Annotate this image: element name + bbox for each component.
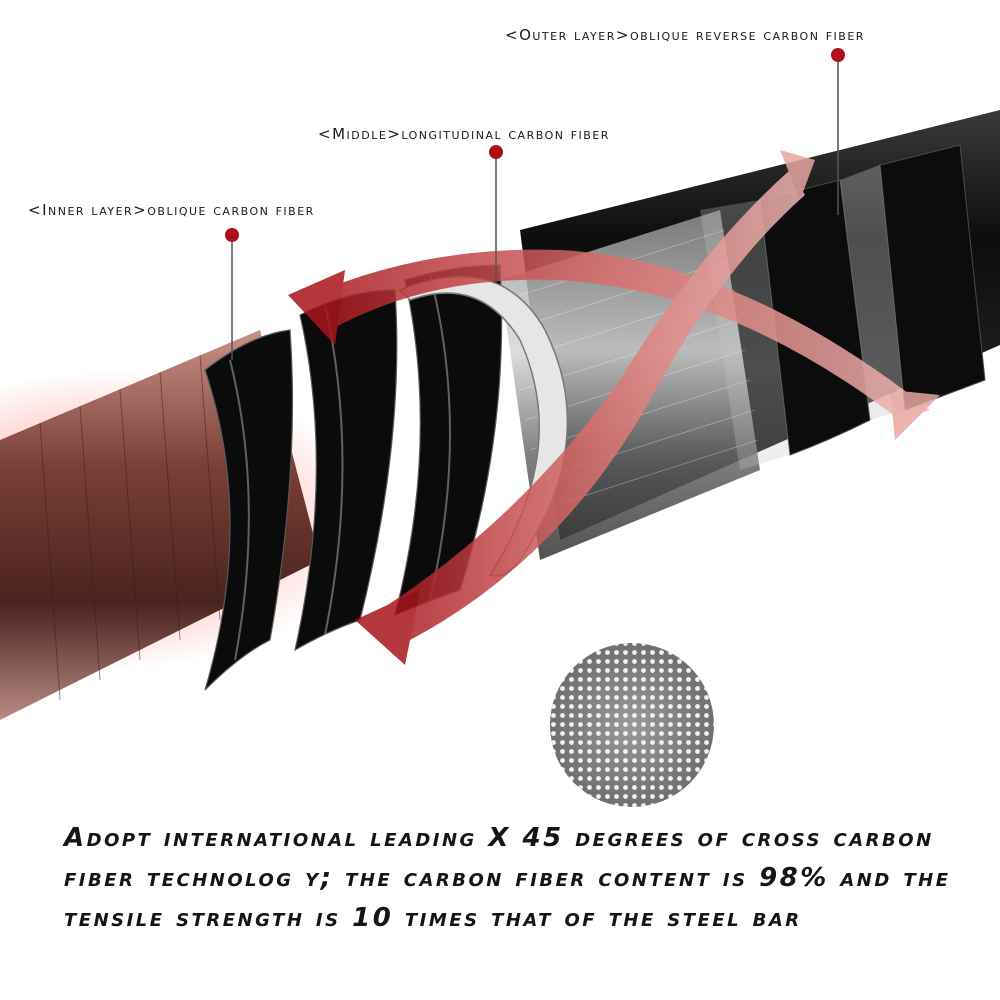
arrow-head-right bbox=[890, 390, 940, 440]
inner-layer-label: <Inner layer>oblique carbon fiber bbox=[28, 201, 315, 219]
inner-rod-stripes bbox=[39, 354, 221, 701]
twist-arrows bbox=[288, 150, 940, 665]
marker-outer bbox=[831, 48, 845, 62]
arrow-head-left bbox=[288, 270, 345, 345]
marker-inner bbox=[225, 228, 239, 242]
arrow-head-bottom bbox=[355, 590, 420, 665]
inner-ribbon-shine bbox=[229, 274, 451, 661]
marker-middle bbox=[489, 145, 503, 159]
cross-section-disc bbox=[550, 643, 714, 807]
arrow-band-2 bbox=[380, 170, 805, 640]
arrow-band-1 bbox=[300, 249, 930, 420]
inner-ribbons bbox=[204, 264, 503, 691]
caption-text: Adopt international leading X 45 degrees… bbox=[64, 823, 951, 933]
leader-lines bbox=[231, 55, 839, 360]
arrow-head-top bbox=[780, 150, 815, 200]
outer-bands bbox=[759, 144, 986, 456]
outer-layer-label: <Outer layer>oblique reverse carbon fibe… bbox=[505, 26, 865, 44]
middle-layer-label: <Middle>longitudinal carbon fiber bbox=[318, 125, 610, 143]
